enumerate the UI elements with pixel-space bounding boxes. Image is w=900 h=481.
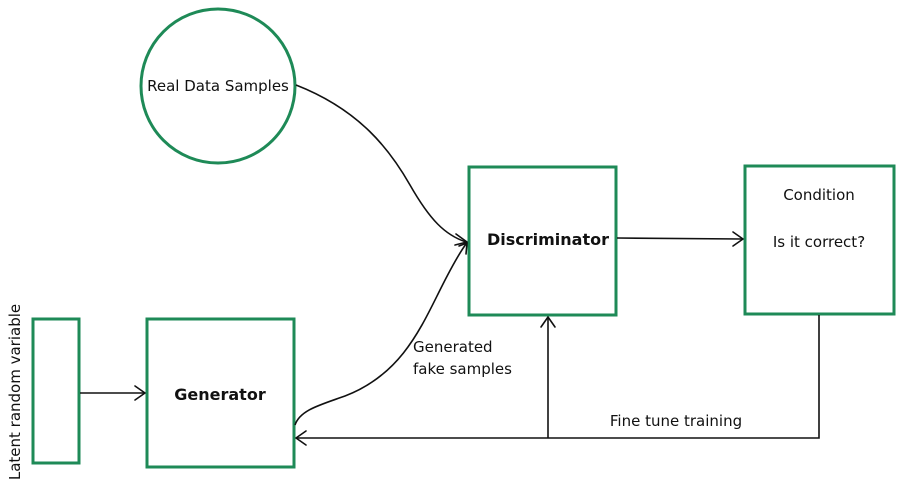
fine-tune-feedback-edge xyxy=(297,315,820,439)
arrowhead-icon xyxy=(732,231,744,247)
generator-node xyxy=(145,317,296,469)
arrowhead-icon xyxy=(134,385,146,401)
generated-label-line2: fake samples xyxy=(413,360,512,378)
arrowhead-icon xyxy=(458,242,468,255)
fine-tune-label: Fine tune training xyxy=(610,412,742,430)
condition-title: Condition xyxy=(783,186,855,204)
arrowhead-icon xyxy=(454,233,468,246)
discriminator-label: Discriminator xyxy=(487,230,609,249)
discriminator-node xyxy=(467,165,618,317)
real-to-discriminator-edge xyxy=(295,84,467,243)
latent-variable-node xyxy=(31,317,81,465)
generated-label-line1: Generated xyxy=(413,338,493,356)
real-data-label: Real Data Samples xyxy=(147,77,289,95)
generator-label: Generator xyxy=(174,385,266,404)
condition-question: Is it correct? xyxy=(773,233,865,251)
discriminator-to-condition-edge xyxy=(616,237,743,240)
arrowhead-icon xyxy=(540,316,556,328)
latent-variable-label: Latent random variable xyxy=(6,304,24,480)
generator-to-discriminator-edge xyxy=(294,243,467,426)
real-data-node xyxy=(139,7,297,165)
condition-node xyxy=(743,164,896,316)
arrowhead-icon xyxy=(295,430,307,446)
